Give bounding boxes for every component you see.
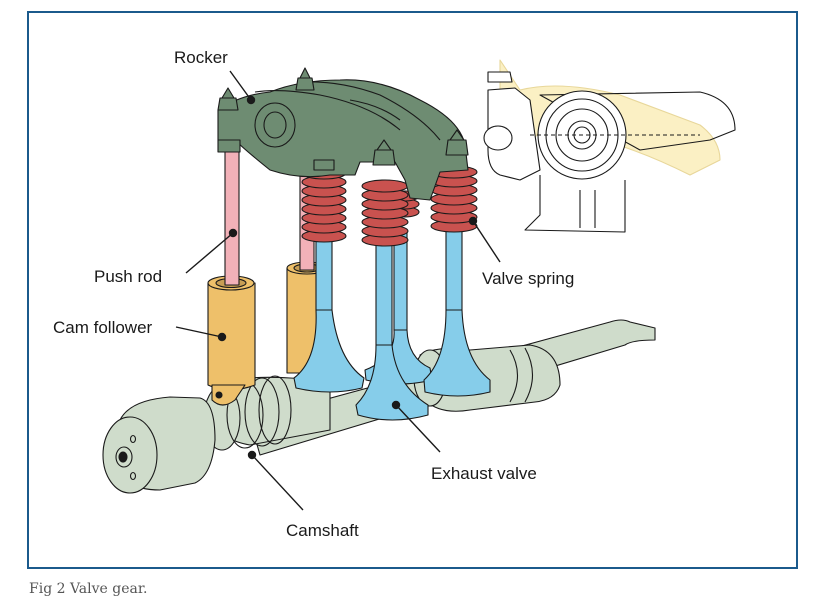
leader-valve-spring — [472, 220, 501, 263]
label-cam-follower: Cam follower — [53, 318, 153, 337]
label-camshaft: Camshaft — [286, 521, 359, 540]
caption-number: Fig 2 — [29, 581, 66, 597]
valve-rear-left — [293, 234, 365, 393]
rocker-arm — [217, 67, 469, 201]
leader-push-rod — [185, 232, 234, 274]
leader-lines — [175, 70, 501, 511]
leader-dot-rocker — [246, 95, 256, 105]
valve-right — [423, 224, 491, 397]
leader-camshaft — [251, 454, 304, 511]
leader-cam-follower — [175, 326, 223, 338]
label-exhaust-valve: Exhaust valve — [431, 464, 537, 483]
label-push-rod: Push rod — [94, 267, 163, 286]
rocker-side-view — [483, 59, 736, 233]
label-valve-spring: Valve spring — [482, 269, 575, 288]
leader-dot-push-rod — [228, 228, 238, 238]
cam-follower-front — [207, 275, 256, 406]
valve-spring-middle — [361, 179, 409, 247]
leader-rocker — [229, 70, 252, 101]
label-rocker: Rocker — [174, 48, 228, 67]
figure-caption: Fig 2 Valve gear. — [29, 581, 147, 597]
leader-exhaust-valve — [395, 404, 441, 453]
exhaust-valve — [355, 239, 429, 421]
leader-dot-valve-spring — [468, 216, 478, 226]
leader-dot-exhaust-valve — [391, 400, 401, 410]
push-rod-front — [224, 139, 240, 286]
leader-dot-camshaft — [247, 450, 257, 460]
valve-spring-right — [430, 165, 478, 233]
caption-text: Valve gear. — [69, 581, 148, 597]
valve-spring-left — [301, 166, 347, 243]
leader-dot-cam-follower — [217, 332, 227, 342]
